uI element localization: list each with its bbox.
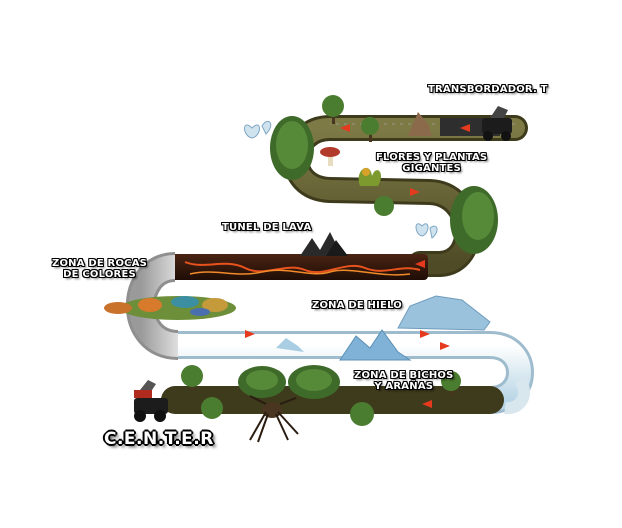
label-flores-plantas: FLORES Y PLANTAS GIGANTES [376, 152, 487, 174]
label-rocas-colores: ZONA DE ROCAS DE COLORES [52, 258, 147, 280]
vehicle-icon [134, 380, 168, 422]
tree-icon [322, 95, 344, 124]
path-bugs-zone [161, 376, 530, 415]
zone-label-line: ZONA DE ROCAS [52, 258, 148, 269]
butterfly-icon [244, 121, 272, 139]
label-hielo: ZONA DE HIELO [312, 300, 402, 311]
zone-label-line: FLORES Y PLANTAS [376, 152, 488, 163]
tree-icon [270, 116, 314, 180]
tree-icon [361, 117, 379, 142]
arrow-icon [245, 124, 470, 408]
vehicle-icon [482, 106, 512, 141]
zone-label-text: TUNEL DE LAVA [222, 222, 312, 233]
colored-rocks [104, 296, 236, 320]
tree-icon [201, 397, 223, 419]
zone-label-line: ZONA DE BICHOS [354, 370, 454, 381]
tree-icon [441, 371, 461, 395]
rock-icon [408, 112, 432, 136]
zone-label-line: Y ARAÑAS [374, 381, 434, 392]
tree-icon [238, 365, 340, 399]
start-label-center: C.E.N.T.E.R [104, 429, 214, 449]
label-bichos-aranas: ZONA DE BICHOS Y ARAÑAS [354, 370, 454, 392]
zone-label-line: DE COLORES [63, 269, 136, 280]
tree-icon [374, 196, 394, 216]
tree-icon [181, 365, 203, 390]
tree-icon [350, 402, 374, 426]
zone-label-text: ZONA DE HIELO [312, 300, 402, 311]
mushroom-icon [320, 147, 340, 166]
iceberg-icon [276, 295, 491, 361]
rock-icon [300, 232, 348, 256]
label-tunel-lava: TUNEL DE LAVA [222, 222, 311, 233]
zone-label-text: TRANSBORDADOR. T [428, 84, 548, 95]
spider-icon [249, 395, 299, 443]
butterfly-icon [415, 223, 438, 239]
path-rocks-bend [104, 252, 236, 360]
giant-plant-icon [358, 167, 382, 186]
zone-label-line: GIGANTES [402, 163, 461, 174]
path-lava-tunnel [170, 232, 428, 280]
tree-icon [450, 186, 498, 254]
label-transbordador: TRANSBORDADOR. T [428, 84, 548, 95]
